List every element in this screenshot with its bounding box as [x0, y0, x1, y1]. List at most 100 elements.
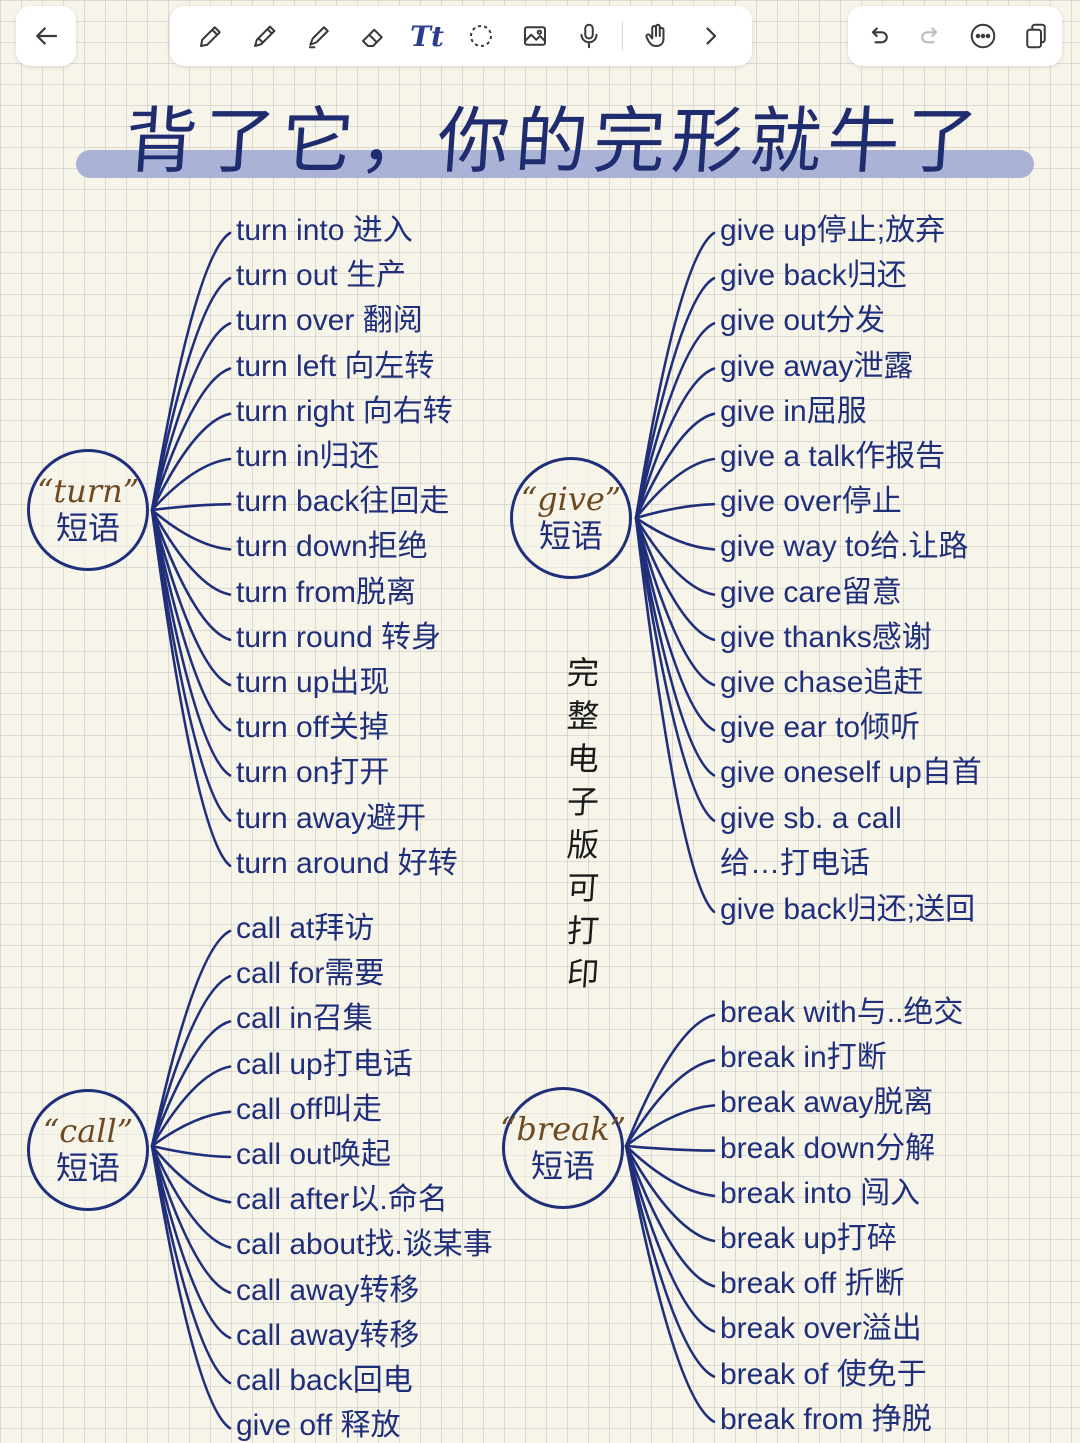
phrase-break: break into 闯入 [720, 1176, 921, 1210]
phrase-call: call after以.命名 [236, 1183, 448, 1217]
eraser-tool-button[interactable] [346, 9, 400, 63]
branch-line-call [150, 1144, 232, 1430]
pencil-icon [254, 25, 276, 47]
microphone-tool-button[interactable] [562, 9, 616, 63]
highlighter-tool-button[interactable] [292, 9, 346, 63]
branch-line-call [150, 1144, 232, 1249]
undo-button[interactable] [852, 9, 905, 63]
branch-line-give [634, 367, 716, 520]
lasso-tool-button[interactable] [454, 9, 508, 63]
image-tool-button[interactable] [508, 9, 562, 63]
pages-button[interactable] [1010, 9, 1063, 63]
phrase-call: call out唤起 [236, 1138, 392, 1171]
more-options-button[interactable] [957, 9, 1010, 63]
branch-line-give [634, 516, 716, 732]
pencil-tool-button[interactable] [238, 9, 292, 63]
phrase-call: call away转移 [236, 1318, 420, 1352]
node-break-term: “break” [500, 1109, 626, 1148]
vertical-note-char: 打 [565, 912, 601, 950]
branch-line-call [150, 1144, 232, 1159]
phrase-break: break over溢出 [720, 1312, 922, 1346]
pen-icon [200, 26, 221, 47]
branch-line-break [624, 1144, 716, 1288]
phrase-turn: turn around 好转 [236, 846, 458, 880]
back-button[interactable] [16, 9, 76, 63]
phrase-break: break off 折断 [720, 1267, 905, 1301]
ellipsis-icon [971, 23, 996, 49]
phrase-call: call off叫走 [236, 1092, 383, 1126]
branch-line-call [150, 1144, 232, 1340]
vertical-note: 完 整 电 子 版 可 打 印 [558, 652, 608, 996]
highlighter-icon [309, 26, 329, 49]
phrase-break: break in打断 [720, 1041, 887, 1075]
branch-line-give [634, 516, 716, 551]
phrase-call: call at拜访 [236, 912, 375, 945]
vertical-note-char: 印 [565, 955, 601, 993]
branch-line-call [150, 974, 232, 1148]
phrase-call: call in召集 [236, 1002, 373, 1036]
branch-line-give [634, 516, 716, 642]
branch-line-turn [150, 231, 232, 512]
phrase-give: give away泄露 [720, 349, 914, 383]
phrase-call: call up打电话 [236, 1047, 413, 1081]
title-highlight-stroke [76, 150, 1034, 178]
phrase-turn: turn round 转身 [236, 620, 442, 654]
branch-line-turn [150, 457, 232, 512]
branch-line-break [624, 1144, 716, 1243]
phrase-break: break from 挣脱 [720, 1402, 932, 1436]
pen-tool-button[interactable] [184, 9, 238, 63]
branch-line-turn [150, 276, 232, 512]
phrase-give: give in屈服 [720, 394, 867, 428]
text-icon: Tt [410, 19, 444, 53]
node-break: “break” 短语 [500, 1087, 626, 1209]
phrase-call: call away转移 [236, 1273, 420, 1307]
phrase-turn: turn out 生产 [236, 259, 407, 293]
phrase-turn: turn back往回走 [236, 485, 450, 519]
pages-icon [1026, 23, 1046, 49]
phrase-turn: turn down拒绝 [236, 530, 428, 564]
branch-line-give [634, 231, 716, 520]
node-give-term: “give” [520, 479, 622, 518]
phrase-give: give chase追赶 [720, 666, 924, 699]
branch-line-turn [150, 322, 232, 512]
toolbar-divider [622, 21, 623, 51]
undo-icon [872, 27, 888, 44]
node-call-label: 短语 [55, 1149, 120, 1187]
branch-line-give [634, 516, 716, 687]
branch-line-give [634, 322, 716, 520]
branch-line-turn [150, 508, 232, 596]
phrase-give: give over停止 [720, 485, 902, 519]
lasso-icon [470, 25, 492, 47]
branch-line-break [624, 1013, 716, 1148]
more-tools-button[interactable] [683, 9, 737, 63]
redo-icon [921, 27, 937, 44]
branch-line-break [624, 1144, 716, 1424]
node-call: “call” 短语 [27, 1089, 149, 1211]
chevron-right-icon [706, 27, 717, 45]
node-turn-term: “turn” [36, 471, 140, 510]
branch-line-give [634, 516, 716, 777]
node-break-label: 短语 [530, 1147, 595, 1185]
node-turn: “turn” 短语 [27, 449, 149, 571]
phrase-turn: turn up出现 [236, 666, 390, 699]
text-tool-button[interactable]: Tt [400, 9, 454, 63]
branch-line-turn [150, 412, 232, 512]
branch-line-turn [150, 508, 232, 732]
hand-tool-button[interactable] [629, 9, 683, 63]
branch-line-turn [150, 508, 232, 642]
redo-button[interactable] [905, 9, 958, 63]
phrase-call: call for需要 [236, 957, 385, 991]
branch-line-break [624, 1144, 716, 1152]
branch-line-turn [150, 367, 232, 512]
phrase-give: give sb. a call [720, 801, 902, 835]
phrase-break: break down分解 [720, 1131, 936, 1165]
phrase-give: give out分发 [720, 304, 886, 338]
microphone-icon [580, 23, 598, 49]
phrase-turn: turn on打开 [236, 756, 390, 790]
phrase-turn: turn off关掉 [236, 711, 389, 745]
phrase-turn: turn away避开 [236, 801, 427, 835]
branch-line-give [634, 502, 716, 520]
phrase-turn: turn from脱离 [236, 575, 417, 609]
vertical-note-char: 完 [565, 654, 601, 692]
